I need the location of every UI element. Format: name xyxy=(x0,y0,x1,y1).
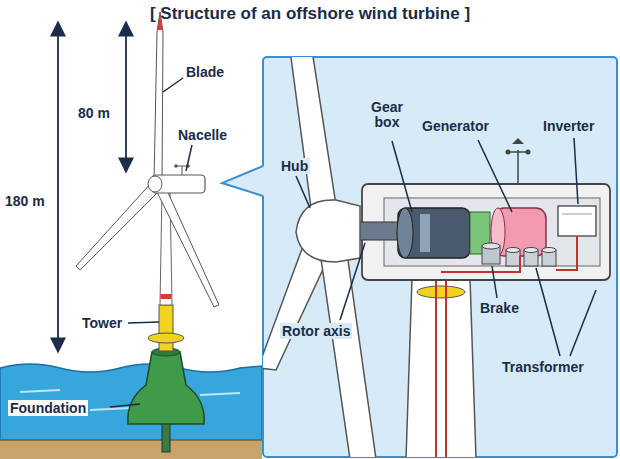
part-label-box: Generator xyxy=(420,117,491,135)
part-label-box: Brake xyxy=(478,299,521,317)
part-label-box: Rotor axis xyxy=(280,322,352,340)
part-label-box: Foundation xyxy=(8,399,88,417)
part-label: Tower xyxy=(80,315,124,331)
part-label-box: Tower xyxy=(80,314,124,332)
part-label-box: Transformer xyxy=(500,358,586,376)
part-label: Rotor axis xyxy=(280,323,352,339)
title-text: [ Structure of an offshore wind turbine … xyxy=(150,4,470,23)
part-label-box: Inverter xyxy=(541,117,596,135)
part-label: Blade xyxy=(184,64,226,80)
part-label-box: Hub xyxy=(279,157,310,175)
part-label: Foundation xyxy=(8,400,88,416)
part-label-box: 180 m xyxy=(3,192,47,210)
part-label: Transformer xyxy=(500,359,586,375)
part-label: Inverter xyxy=(541,118,596,134)
part-label: 80 m xyxy=(76,105,112,121)
part-label: Generator xyxy=(420,118,491,134)
part-label-box: Gear box xyxy=(364,100,410,131)
part-label: Gear box xyxy=(364,100,410,131)
part-label: Hub xyxy=(279,158,310,174)
part-label-box: Nacelle xyxy=(176,126,229,144)
part-label-box: Blade xyxy=(184,63,226,81)
part-label: Brake xyxy=(478,300,521,316)
part-label: 180 m xyxy=(3,193,47,209)
title: [ Structure of an offshore wind turbine … xyxy=(0,4,620,24)
part-label-box: 80 m xyxy=(76,104,112,122)
part-label: Nacelle xyxy=(176,127,229,143)
